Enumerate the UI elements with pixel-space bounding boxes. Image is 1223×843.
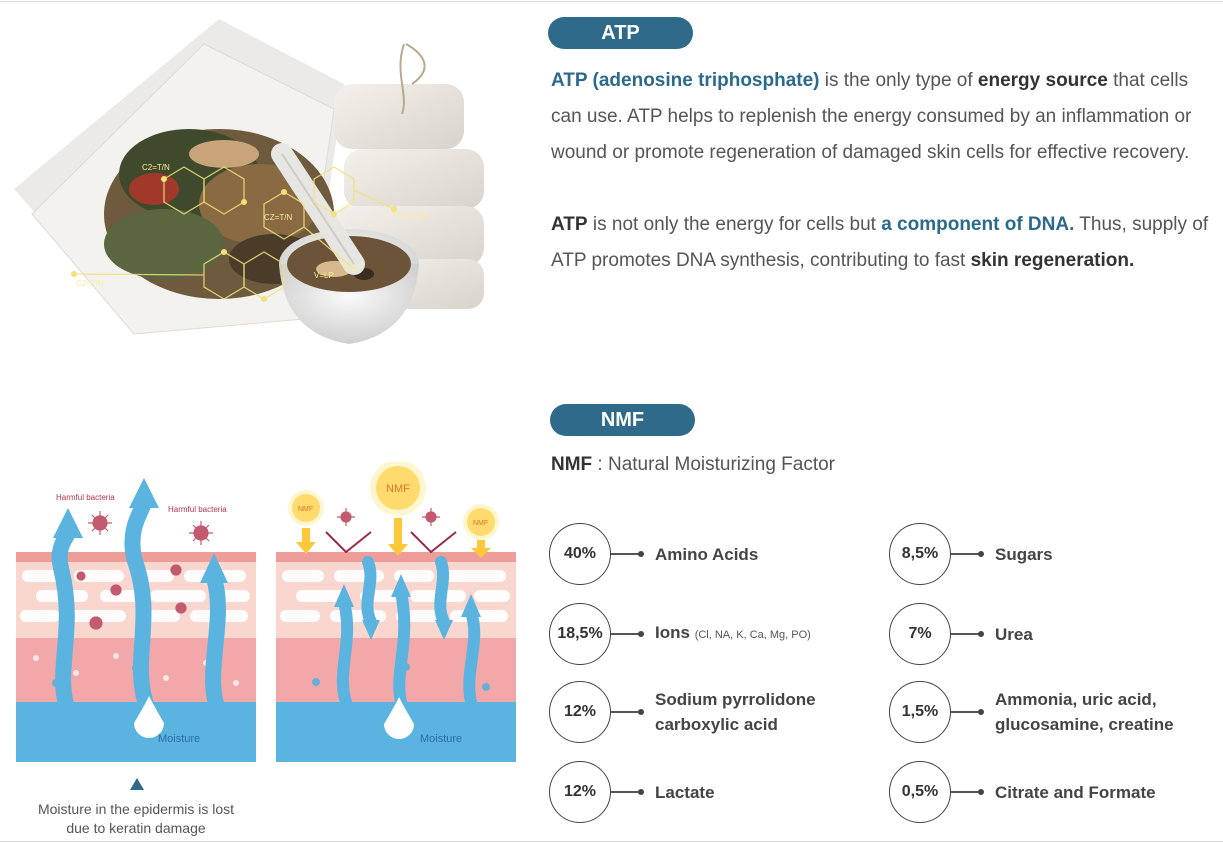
connector-line: [951, 631, 984, 636]
top-divider: [0, 1, 1223, 2]
stat-value: 1,5%: [889, 681, 951, 743]
connector-line: [951, 551, 984, 556]
atp-paragraph-2: ATP is not only the energy for cells but…: [551, 207, 1223, 279]
molecule-label: C2=T/N: [76, 279, 104, 288]
stat-label: Sodium pyrrolidone carboxylic acid: [655, 687, 816, 737]
moisture-label: Moisture: [420, 733, 462, 745]
stat-label: Urea: [995, 624, 1033, 644]
label-line: glucosamine, creatine: [995, 715, 1174, 734]
text: is not only the energy for cells but: [587, 214, 882, 235]
stat-sodium-pca: 12% Sodium pyrrolidone carboxylic acid: [549, 681, 816, 743]
bacteria-label: Harmful bacteria: [56, 493, 115, 502]
stat-value: 0,5%: [889, 761, 951, 823]
caption-line: Moisture in the epidermis is lost: [37, 801, 235, 817]
connector-line: [951, 789, 984, 794]
stat-label: Lactate: [655, 782, 715, 802]
bacteria-icon: [337, 508, 440, 526]
molecule-label: CZ=T/N: [264, 213, 292, 222]
connector-line: [611, 631, 644, 636]
text: that cells can use. ATP helps to repleni…: [551, 70, 1192, 163]
stat-value: 40%: [549, 523, 611, 585]
stat-ammonia: 1,5% Ammonia, uric acid, glucosamine, cr…: [889, 681, 1174, 743]
stat-label: Citrate and Formate: [995, 782, 1156, 802]
atp-term: ATP (adenosine triphosphate): [551, 70, 820, 91]
stat-sugars: 8,5% Sugars: [889, 523, 1053, 585]
connector-line: [611, 789, 644, 794]
molecule-label: P=CV=LP: [394, 212, 430, 221]
bold-text: energy source: [977, 70, 1108, 91]
molecule-label: A=C: [344, 263, 360, 272]
text: is the only type of: [819, 70, 978, 91]
nmf-sun-icon: [288, 462, 499, 540]
label-line: carboxylic acid: [655, 715, 778, 734]
text: Thus, supply of ATP promotes DNA synthes…: [551, 214, 1209, 271]
skin-diagram-nmf: Moisture NMF NMF NMF: [276, 462, 516, 762]
stat-label: Sugars: [995, 544, 1053, 564]
nmf-label: NMF: [386, 483, 410, 495]
stat-citrate: 0,5% Citrate and Formate: [889, 761, 1156, 823]
nmf-label: NMF: [298, 506, 313, 513]
pointer-triangle-icon: [130, 778, 144, 790]
stat-amino-acids: 40% Amino Acids: [549, 523, 758, 585]
stat-urea: 7% Urea: [889, 603, 1033, 665]
nmf-definition: NMF : Natural Moisturizing Factor: [551, 454, 835, 476]
atp-pill: ATP: [548, 17, 693, 49]
molecule-label: C2=T/N: [142, 163, 170, 172]
stat-value: 12%: [549, 761, 611, 823]
label-sub: (Cl, NA, K, Ca, Mg, PO): [694, 629, 811, 641]
nmf-label: NMF: [473, 520, 488, 527]
label-line: Sodium pyrrolidone: [655, 690, 816, 709]
bold-text: ATP: [551, 214, 588, 235]
bold-text: skin regeneration.: [970, 250, 1135, 271]
atp-paragraph-1: ATP (adenosine triphosphate) is the only…: [551, 63, 1223, 171]
skin-diagram-damaged: Moisture Harmful bacteria Harmful bacter…: [16, 478, 256, 762]
stat-value: 7%: [889, 603, 951, 665]
molecule-label: V=LP: [314, 271, 334, 280]
stat-ions: 18,5% Ions (Cl, NA, K, Ca, Mg, PO): [549, 603, 811, 665]
connector-line: [951, 709, 984, 714]
stat-label: Ions (Cl, NA, K, Ca, Mg, PO): [655, 620, 811, 648]
moisture-label: Moisture: [158, 733, 200, 745]
herbs-mortar-image: C2=T/N P=CV=LP A=C V=LP CZ=T/N C2=T/N: [14, 19, 484, 344]
diagram-caption: Moisture in the epidermis is lost due to…: [16, 800, 256, 838]
bacteria-icon: [76, 511, 213, 630]
bold-text: NMF: [551, 454, 593, 475]
label-line: Ammonia, uric acid,: [995, 690, 1157, 709]
stat-value: 8,5%: [889, 523, 951, 585]
text: : Natural Moisturizing Factor: [592, 454, 836, 475]
nmf-pill: NMF: [550, 404, 695, 436]
connector-line: [611, 551, 644, 556]
label-main: Ions: [655, 623, 690, 642]
bottom-divider: [0, 841, 1223, 842]
connector-line: [611, 709, 644, 714]
highlight-text: a component of DNA.: [881, 214, 1075, 235]
stat-value: 12%: [549, 681, 611, 743]
stat-lactate: 12% Lactate: [549, 761, 715, 823]
stat-value: 18,5%: [549, 603, 611, 665]
bacteria-label: Harmful bacteria: [168, 505, 227, 514]
caption-line: due to keratin damage: [66, 820, 206, 836]
stat-label: Amino Acids: [655, 544, 759, 564]
stat-label: Ammonia, uric acid, glucosamine, creatin…: [995, 687, 1174, 737]
